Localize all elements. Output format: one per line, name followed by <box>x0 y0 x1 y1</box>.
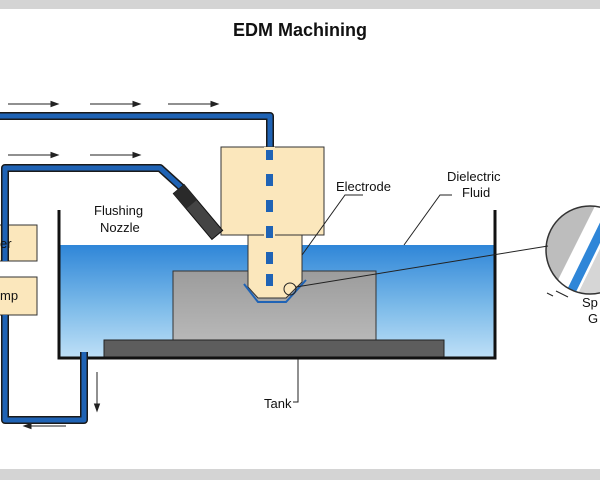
spark-gap-label-2: G <box>588 311 598 326</box>
bottom-border <box>0 469 600 480</box>
diagram-title: EDM Machining <box>233 20 367 40</box>
leader-lines <box>293 194 452 403</box>
electrode <box>220 146 325 303</box>
dielectric-fluid-label-1: Dielectric <box>447 169 501 184</box>
pump-box <box>0 276 38 316</box>
electrode-label: Electrode <box>336 179 391 194</box>
spark-gap-detail <box>295 205 600 298</box>
base-plate <box>103 339 445 358</box>
flushing-nozzle-label-1: Flushing <box>94 203 143 218</box>
dielectric-fluid-label-2: Fluid <box>462 185 490 200</box>
tank-label: Tank <box>264 396 292 411</box>
spark-gap-label-1: Sp <box>582 295 598 310</box>
flushing-nozzle <box>172 183 224 241</box>
filter-label: er <box>0 236 12 251</box>
flushing-nozzle-label-2: Nozzle <box>100 220 140 235</box>
labels: Flushing Nozzle Electrode Dielectric Flu… <box>0 169 598 411</box>
flushing-pipes <box>0 112 274 424</box>
pump-label: mp <box>0 288 18 303</box>
top-border <box>0 0 600 9</box>
tank <box>57 210 497 360</box>
